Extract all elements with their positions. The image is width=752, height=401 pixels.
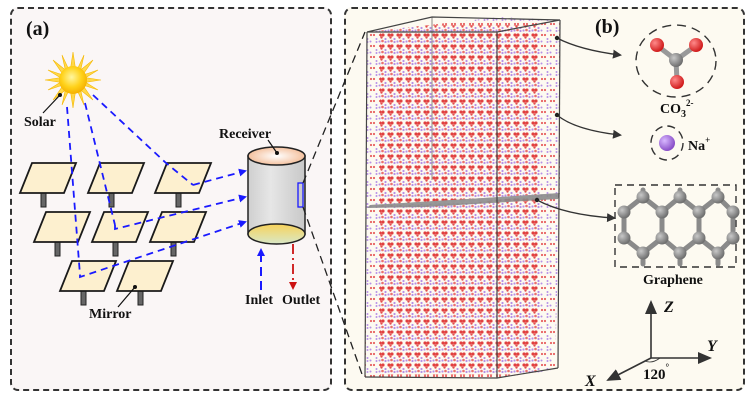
mirror-post: [80, 290, 87, 306]
x-axis-label: X: [584, 373, 596, 390]
coordinate-axes: [606, 300, 712, 381]
carbon-atom: [617, 205, 631, 219]
solar-pointer: [42, 94, 61, 114]
simulation-box: [364, 16, 561, 379]
mirror-panel: [32, 211, 92, 243]
carbon-atom: [692, 231, 706, 245]
x-axis: [606, 357, 652, 381]
z-axis-label: Z: [663, 299, 674, 316]
mirror-label: Mirror: [89, 307, 132, 322]
receiver-pointer: [267, 139, 278, 154]
sodium-ion: [650, 125, 684, 161]
mirror-panel: [58, 260, 118, 292]
mirror-post: [175, 192, 182, 208]
outlet-label: Outlet: [282, 293, 320, 308]
sodium-label: Na+: [688, 135, 710, 154]
carbon-atom: [617, 231, 631, 245]
receiver-tower: [247, 146, 306, 245]
mirror-panel: [90, 211, 150, 243]
carbon-atom: [673, 246, 687, 260]
mirror-post: [137, 290, 144, 306]
ray-2: [84, 102, 116, 226]
carbon-atom: [726, 231, 740, 245]
oxygen-atom: [689, 38, 703, 52]
leader-arrows: [536, 37, 622, 223]
panel-a-label: (a): [26, 18, 49, 40]
solar-pointer-dot: [58, 93, 62, 97]
heliostat-mirrors: [18, 162, 213, 306]
mirror-panel: [115, 260, 175, 292]
pointer-dot-carbonate: [554, 35, 560, 41]
mirror-post: [40, 192, 47, 208]
inlet-label: Inlet: [245, 293, 273, 308]
ray-2-reflect: [114, 194, 247, 231]
carbon-atom: [692, 205, 706, 219]
carbon-atom: [636, 246, 650, 260]
ray-3-reflect: [192, 168, 247, 186]
mirror-pointer: [117, 286, 136, 308]
mirror-pointer-dot: [133, 285, 137, 289]
mirror-panel: [18, 162, 78, 194]
light-rays: [66, 94, 247, 279]
carbon-atom: [636, 190, 650, 204]
carbon-atom: [711, 190, 725, 204]
ray-1-reflect: [79, 220, 247, 279]
sun-icon: [44, 51, 102, 109]
ray-3: [92, 94, 194, 186]
pointer-dot-graphene: [534, 197, 540, 203]
receiver-label: Receiver: [219, 127, 271, 142]
mirror-post: [112, 241, 119, 257]
pointer-dot-sodium: [554, 112, 560, 118]
ray-1: [66, 106, 81, 276]
angle-label: 120°: [643, 362, 670, 383]
carbon-atom: [726, 205, 740, 219]
mirror-post: [170, 241, 177, 257]
receiver-pointer-dot: [275, 151, 279, 155]
zoom-connector: [302, 31, 366, 378]
oxygen-atom: [650, 38, 664, 52]
carbon-atom: [673, 190, 687, 204]
y-axis-label: Y: [707, 338, 718, 355]
carbon-atom: [669, 53, 683, 67]
carbonate-molecule: [635, 24, 717, 98]
mirror-panel: [148, 211, 208, 243]
solar-label: Solar: [24, 115, 56, 130]
mirror-panel: [86, 162, 146, 194]
mirror-post: [54, 241, 61, 257]
carbon-atom: [655, 231, 669, 245]
angle-arc: [644, 357, 661, 363]
graphene-inset: [614, 184, 740, 268]
oxygen-atom: [670, 75, 684, 89]
graphene-hexagons: [617, 187, 740, 267]
graphene-label: Graphene: [643, 273, 703, 288]
carbonate-label: CO32-: [660, 98, 694, 120]
carbon-atom: [655, 205, 669, 219]
carbon-atom: [711, 246, 725, 260]
panel-b-label: (b): [595, 16, 619, 38]
